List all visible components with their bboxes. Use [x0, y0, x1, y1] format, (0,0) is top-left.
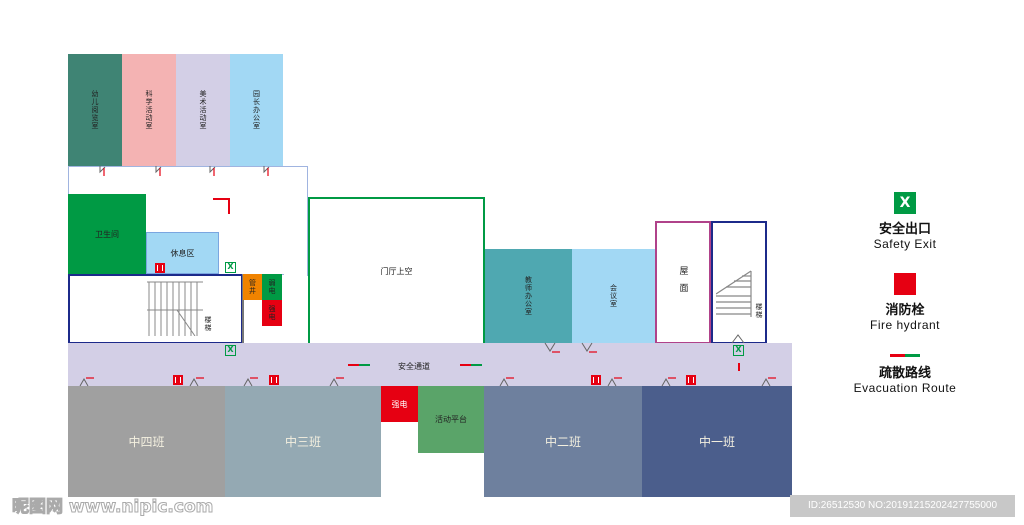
fire-hydrant-icon — [686, 375, 696, 385]
evacuation-route-arrow — [460, 364, 482, 366]
stairs-left-label: 楼梯 — [204, 316, 212, 332]
room-principal: 园长办公室 — [230, 54, 283, 166]
stairs-right: 楼梯 — [711, 221, 767, 344]
staircase-icon — [716, 270, 752, 317]
legend-en: Evacuation Route — [853, 381, 957, 395]
legend-cn: 安全出口 — [878, 222, 931, 237]
room-weak-current: 弱电 — [262, 274, 282, 300]
safety-exit-icon: X — [733, 345, 744, 356]
watermark-logo-text: 昵图网 — [12, 497, 64, 518]
stairs-right-label: 楼梯 — [755, 303, 763, 319]
evacuation-route-icon — [890, 354, 920, 357]
fire-hydrant-icon — [591, 375, 601, 385]
safety-corridor-label: 安全通道 — [398, 362, 430, 371]
room-restroom: 卫生间 — [68, 194, 146, 274]
watermark-id: ID:26512530 NO:20191215202427755000 — [790, 495, 1015, 517]
evacuation-arrow — [738, 363, 740, 371]
room-rest-area: 休息区 — [146, 232, 219, 274]
legend-item-fire-hydrant: 消防栓 Fire hydrant — [840, 273, 970, 332]
activity-platform: 活动平台 — [418, 386, 484, 453]
room-class-4: 中四班 — [68, 386, 225, 497]
room-reading: 幼儿阅览室 — [68, 54, 122, 166]
room-class-2: 中二班 — [484, 386, 642, 497]
fire-hydrant-icon — [173, 375, 183, 385]
watermark-site: www.nipic.com — [68, 497, 214, 518]
fire-hydrant-icon — [894, 273, 916, 295]
legend-en: Fire hydrant — [869, 318, 941, 332]
room-shaft: 管井 — [243, 274, 262, 300]
legend-item-evacuation-route: 疏散路线 Evacuation Route — [840, 354, 970, 395]
safety-exit-icon: X — [225, 262, 236, 273]
room-art: 美术活动室 — [176, 54, 230, 166]
legend-item-safety-exit: X 安全出口 Safety Exit — [840, 192, 970, 251]
room-teacher-office: 教师办公室 — [485, 249, 572, 343]
safety-exit-icon: X — [894, 192, 916, 214]
legend-cn: 疏散路线 — [878, 366, 931, 381]
lobby-void: 门厅上空 — [308, 197, 485, 344]
fire-hydrant-icon — [155, 263, 165, 273]
staircase-icon — [147, 281, 203, 336]
evacuation-arrow — [213, 198, 230, 214]
watermark-logo: 昵图网 www.nipic.com — [12, 492, 214, 518]
roof-label: 屋面 — [677, 265, 688, 300]
room-meeting: 会议室 — [572, 249, 655, 343]
fire-hydrant-icon — [269, 375, 279, 385]
legend-cn: 消防栓 — [885, 303, 925, 318]
safety-corridor: 安全通道 — [68, 343, 792, 386]
evacuation-route-arrow — [348, 364, 370, 366]
room-science: 科学活动室 — [122, 54, 176, 166]
room-strong-current: 强电 — [381, 386, 418, 422]
room-strong-current-small: 强电 — [262, 300, 282, 326]
room-class-3: 中三班 — [225, 386, 381, 497]
legend-en: Safety Exit — [873, 237, 937, 251]
safety-exit-icon: X — [225, 345, 236, 356]
room-class-1: 中一班 — [642, 386, 792, 497]
